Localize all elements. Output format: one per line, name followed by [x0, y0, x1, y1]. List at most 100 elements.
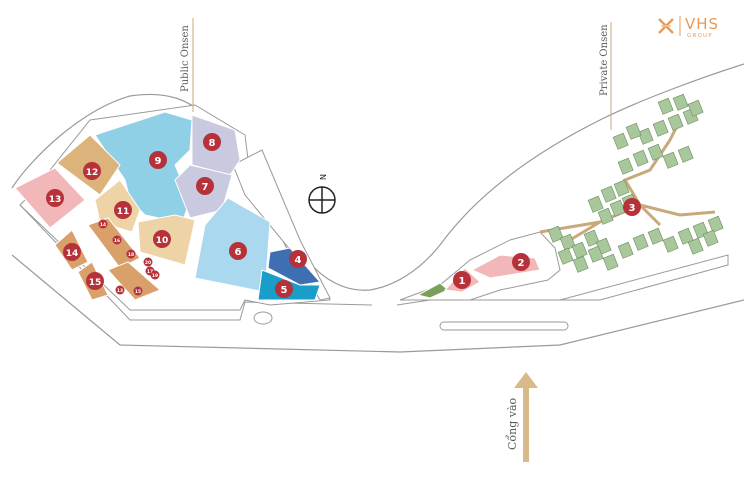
villa-block [707, 215, 724, 233]
marker-label: 8 [209, 138, 216, 149]
marker-3[interactable]: 3 [623, 198, 641, 216]
small-marker-label: 13 [117, 288, 123, 294]
marker-13[interactable]: 13 [46, 189, 64, 207]
public-onsen-label: Public Onsen [180, 25, 191, 92]
zone-small-row-b [107, 261, 161, 301]
marker-circle [512, 253, 530, 271]
villa-block [647, 227, 664, 245]
marker-2[interactable]: 2 [512, 253, 530, 271]
marker-15[interactable]: 15 [86, 272, 104, 290]
small-marker-circle [98, 219, 108, 229]
marker-5[interactable]: 5 [275, 280, 293, 298]
villa-block [652, 119, 669, 137]
north-label: N [319, 174, 328, 180]
marker-label: 3 [629, 203, 636, 214]
marker-14[interactable]: 14 [63, 243, 81, 261]
small-marker-16[interactable]: 16 [112, 235, 122, 245]
villa-block [600, 185, 617, 203]
villa-block [702, 229, 719, 247]
villa-block [612, 132, 629, 150]
villa-block [637, 127, 654, 145]
villa-block [667, 113, 684, 131]
marker-8[interactable]: 8 [203, 133, 221, 151]
small-marker-label: 18 [128, 252, 134, 258]
marker-11[interactable]: 11 [114, 201, 132, 219]
main-road [11, 63, 744, 291]
small-marker-14[interactable]: 14 [98, 219, 108, 229]
small-marker-circle [133, 286, 143, 296]
marker-circle [114, 201, 132, 219]
marker-label: 2 [518, 258, 525, 269]
logo-tagline: GROUP [687, 33, 713, 39]
small-marker-label: 20 [145, 260, 151, 266]
villa-block [587, 245, 604, 263]
villa-block [602, 253, 619, 271]
north-compass-icon: N [308, 174, 336, 214]
marker-label: 10 [156, 236, 169, 246]
marker-7[interactable]: 7 [196, 177, 214, 195]
small-marker-15[interactable]: 15 [133, 286, 143, 296]
marker-label: 6 [235, 247, 242, 258]
marker-label: 14 [66, 249, 79, 259]
small-marker-label: 14 [100, 222, 106, 228]
marker-circle [153, 230, 171, 248]
villa-block [613, 179, 630, 197]
marker-9[interactable]: 9 [149, 151, 167, 169]
marker-label: 7 [202, 182, 209, 193]
small-marker-18[interactable]: 18 [126, 249, 136, 259]
small-marker-19[interactable]: 19 [150, 270, 160, 280]
small-marker-circle [150, 270, 160, 280]
marker-circle [63, 243, 81, 261]
villa-block [687, 99, 704, 117]
marker-12[interactable]: 12 [83, 162, 101, 180]
small-marker-label: 15 [135, 289, 141, 295]
villa-block [597, 207, 614, 225]
logo-name: VHS [685, 15, 719, 33]
marker-circle [196, 177, 214, 195]
villa-block [657, 97, 674, 115]
villa-block [662, 151, 679, 169]
private-onsen-label: Private Onsen [599, 24, 610, 96]
marker-6[interactable]: 6 [229, 242, 247, 260]
small-marker-label: 19 [152, 273, 158, 279]
marker-circle [453, 271, 471, 289]
marker-label: 13 [49, 195, 62, 205]
small-marker-circle [143, 257, 153, 267]
villa-block [662, 235, 679, 253]
marker-label: 4 [295, 255, 302, 266]
marker-circle [229, 242, 247, 260]
small-marker-label: 16 [114, 238, 120, 244]
villa-block [625, 122, 642, 140]
villa-block [632, 233, 649, 251]
marker-label: 1 [459, 276, 466, 287]
entrance-label: Cổng vào [506, 397, 519, 450]
marker-circle [275, 280, 293, 298]
villa-block [647, 143, 664, 161]
marker-circle [623, 198, 641, 216]
small-marker-20[interactable]: 20 [143, 257, 153, 267]
marker-circle [289, 250, 307, 268]
roundabout-island [253, 311, 273, 325]
marker-circle [83, 162, 101, 180]
marker-label: 9 [155, 156, 162, 167]
marker-10[interactable]: 10 [153, 230, 171, 248]
villa-block [571, 241, 588, 259]
villa-block [583, 229, 600, 247]
small-marker-circle [126, 249, 136, 259]
vhs-logo: VHS GROUP [658, 15, 719, 39]
villa-block [617, 241, 634, 259]
small-marker-13[interactable]: 13 [115, 285, 125, 295]
villa-block [687, 237, 704, 255]
villa-block [572, 255, 589, 273]
median-strip [439, 321, 569, 331]
marker-4[interactable]: 4 [289, 250, 307, 268]
villa-block [617, 157, 634, 175]
marker-label: 11 [117, 207, 130, 217]
villa-block [559, 233, 576, 251]
marker-label: 15 [89, 278, 102, 288]
road-outer-bottom [11, 254, 744, 353]
marker-1[interactable]: 1 [453, 271, 471, 289]
